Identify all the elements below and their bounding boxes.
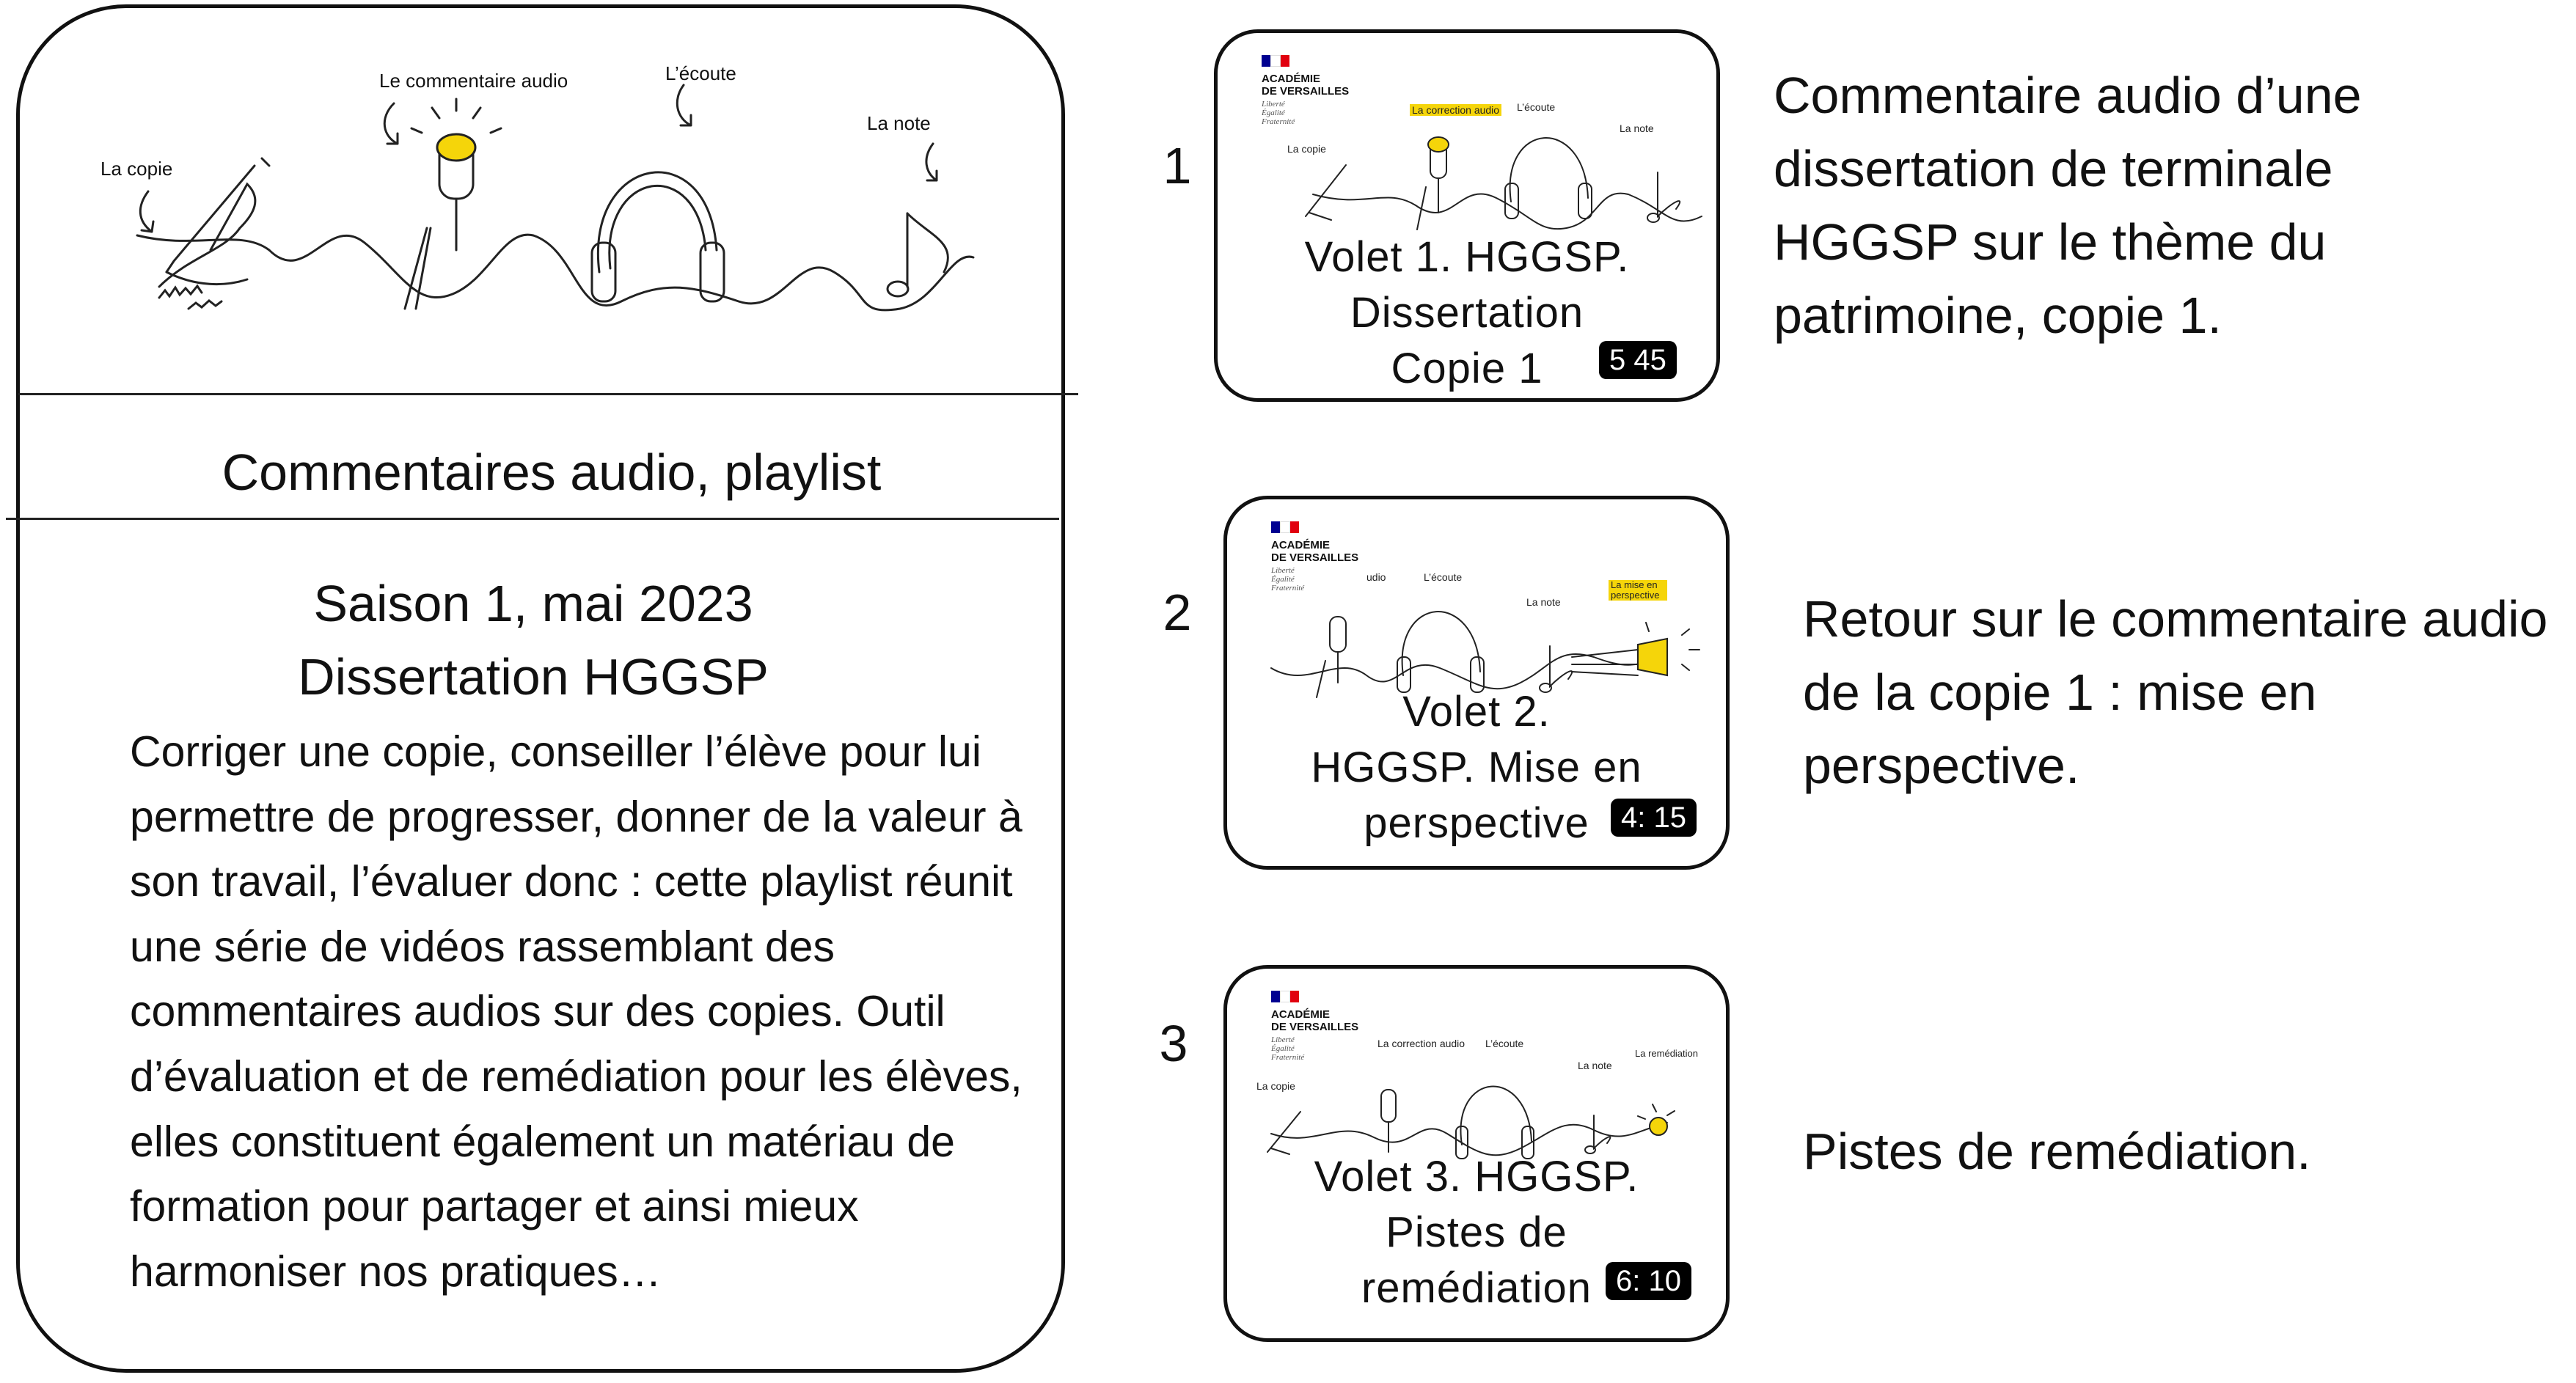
thumb-label: La note	[1526, 596, 1561, 608]
banner-label-copy: La copie	[100, 158, 173, 180]
academy-line1: ACADÉMIE	[1271, 539, 1331, 551]
banner-label-listening: L’écoute	[665, 62, 736, 84]
academy-line2: DE VERSAILLES	[1262, 85, 1350, 98]
video-title-2[interactable]: Volet 2. HGGSP. Mise en perspective	[1311, 688, 1642, 847]
banner-label-audio-comment: Le commentaire audio	[379, 70, 568, 92]
thumbnail-illustration-2	[1270, 611, 1700, 698]
academy-line2: DE VERSAILLES	[1271, 1021, 1359, 1033]
thumb-label: La copie	[1256, 1080, 1295, 1092]
academy-line1: ACADÉMIE	[1271, 1008, 1331, 1021]
french-flag-icon	[1262, 55, 1289, 67]
video-number-1: 1	[1163, 137, 1192, 194]
thumb-label: L’écoute	[1517, 101, 1556, 113]
thumb-label: L’écoute	[1485, 1038, 1524, 1049]
french-flag-icon	[1271, 991, 1299, 1002]
playlist-season: Saison 1, mai 2023 Dissertation HGGSP	[20, 567, 1047, 713]
playlist-title: Commentaires audio, playlist	[222, 444, 882, 501]
thumbnail-illustration-1	[1305, 136, 1702, 230]
video-description-1: Commentaire audio d’une dissertation de …	[1774, 67, 2362, 344]
video-number-3: 3	[1159, 1015, 1188, 1072]
line-drawing-illustration	[136, 84, 975, 312]
duration-badge-2: 4: 15	[1611, 799, 1697, 837]
video-title-1[interactable]: Volet 1. HGGSP. Dissertation Copie 1	[1304, 233, 1630, 392]
video-number-2: 2	[1163, 584, 1192, 641]
banner-label-note: La note	[867, 112, 931, 134]
playlist-banner-illustration: La copie Le commentaire audio L’écoute L…	[20, 8, 1061, 375]
academy-line2: DE VERSAILLES	[1271, 551, 1359, 564]
divider-top	[18, 393, 1078, 395]
video-title-3[interactable]: Volet 3. HGGSP. Pistes de remédiation	[1314, 1153, 1639, 1312]
playlist-description: Corriger une copie, conseiller l’élève p…	[130, 727, 1022, 1296]
duration-badge-1: 5 45	[1599, 341, 1677, 379]
season-label: Saison 1, mai 2023	[313, 575, 753, 632]
playlist-card: La copie Le commentaire audio L’écoute L…	[16, 4, 1065, 1373]
thumb-label: La correction audio	[1377, 1038, 1466, 1049]
subject-label: Dissertation HGGSP	[298, 648, 769, 705]
french-flag-icon	[1271, 521, 1299, 533]
thumb-label: La remédiation	[1635, 1048, 1698, 1059]
divider-bottom	[6, 518, 1059, 520]
thumb-label: L’écoute	[1424, 571, 1463, 583]
thumb-label-highlight: La correction audio	[1410, 104, 1502, 116]
video-description-2: Retour sur le commentaire audio de la co…	[1803, 590, 2548, 794]
video-description-3: Pistes de remédiation.	[1803, 1123, 2311, 1180]
thumb-label-highlight: La mise en perspective	[1609, 580, 1667, 601]
academy-line1: ACADÉMIE	[1262, 73, 1321, 85]
thumb-label: La copie	[1287, 143, 1326, 155]
thumbnail-illustration-3	[1267, 1085, 1675, 1159]
thumb-label: udio	[1366, 571, 1386, 583]
thumb-label: La note	[1578, 1060, 1612, 1071]
duration-badge-3: 6: 10	[1606, 1262, 1691, 1300]
thumb-label: La note	[1620, 122, 1654, 134]
